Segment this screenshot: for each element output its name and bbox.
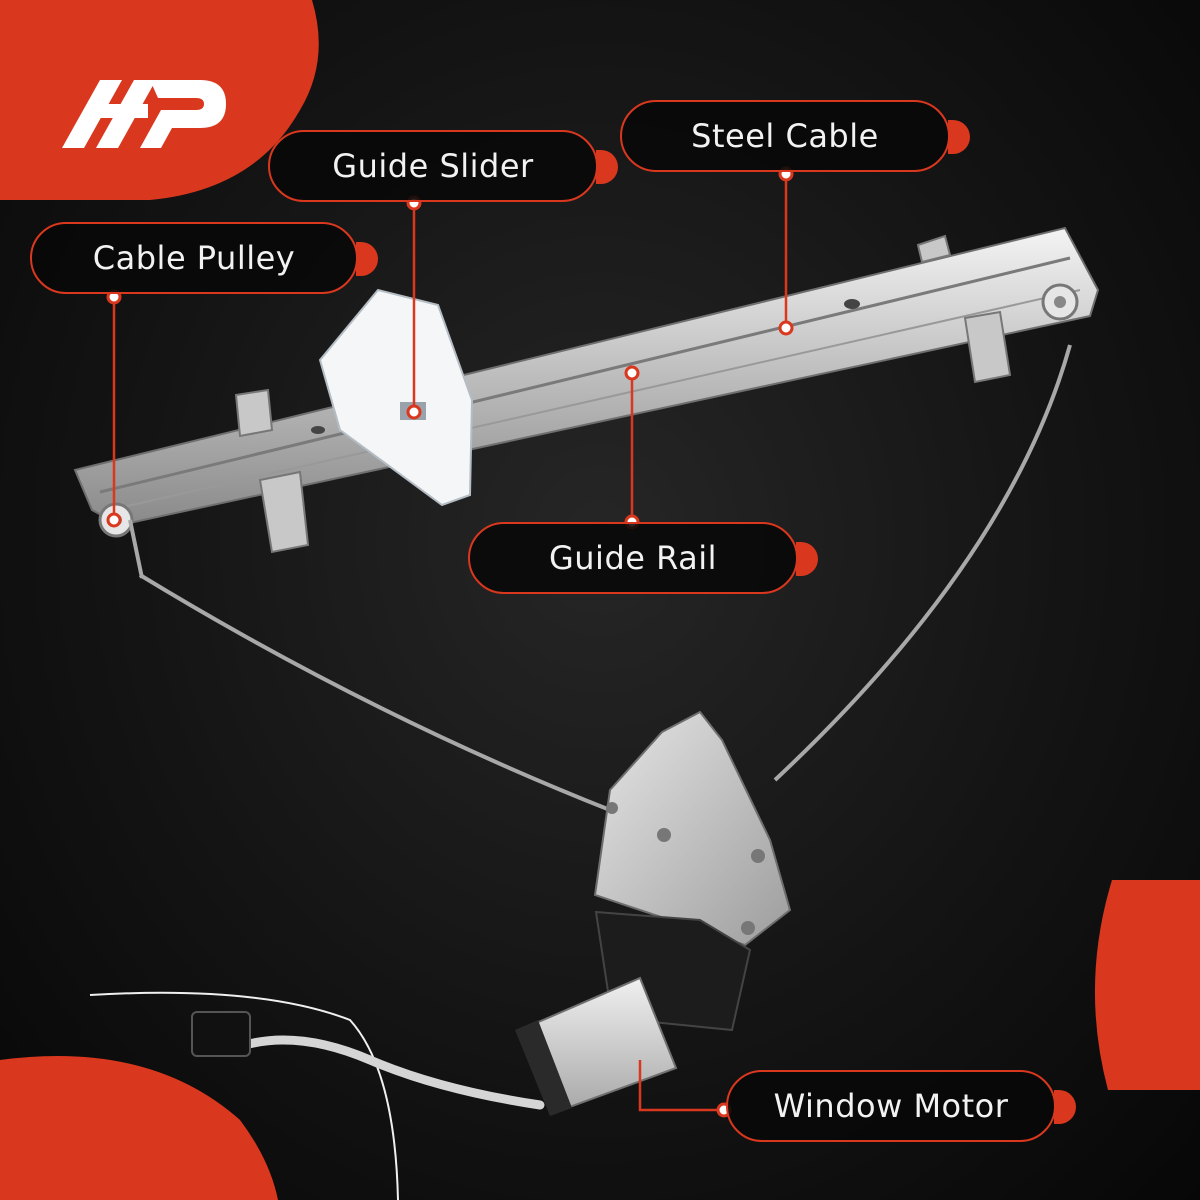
callout-guide-slider: Guide Slider [268, 130, 618, 202]
callout-tab [948, 120, 970, 154]
plate-bolts [606, 802, 765, 935]
callout-cable-pulley: Cable Pulley [30, 222, 378, 294]
callout-tab [356, 242, 378, 276]
a-premium-logo [62, 80, 226, 148]
steel-cable-part [138, 573, 611, 812]
rail-bracket [234, 234, 1012, 554]
callout-guide-rail: Guide Rail [468, 522, 818, 594]
corner-decoration-top-left [0, 0, 319, 200]
motor-bracket-plate [593, 710, 792, 947]
guide-slider-part [318, 288, 474, 507]
callout-label: Cable Pulley [92, 239, 296, 277]
callout-label: Guide Rail [548, 539, 718, 577]
callout-label: Steel Cable [691, 117, 879, 155]
wire-connector [191, 1011, 251, 1057]
callout-label: Guide Slider [332, 147, 534, 185]
callout-label: Window Motor [773, 1087, 1009, 1125]
callout-window-motor: Window Motor [726, 1070, 1076, 1142]
corner-outline-bottom-left [89, 991, 399, 1200]
corner-decoration-bottom-left [0, 1056, 278, 1200]
callout-tab [796, 542, 818, 576]
corner-decoration-right [1094, 880, 1200, 1090]
callout-steel-cable: Steel Cable [620, 100, 970, 172]
steel-cable-part [773, 344, 1072, 782]
motor-wire [240, 1035, 545, 1110]
window-motor-part [515, 910, 752, 1116]
callout-tab [596, 150, 618, 184]
callout-tab [1054, 1090, 1076, 1124]
callout-leaders [112, 176, 788, 1112]
guide-rail-part [73, 226, 1100, 527]
